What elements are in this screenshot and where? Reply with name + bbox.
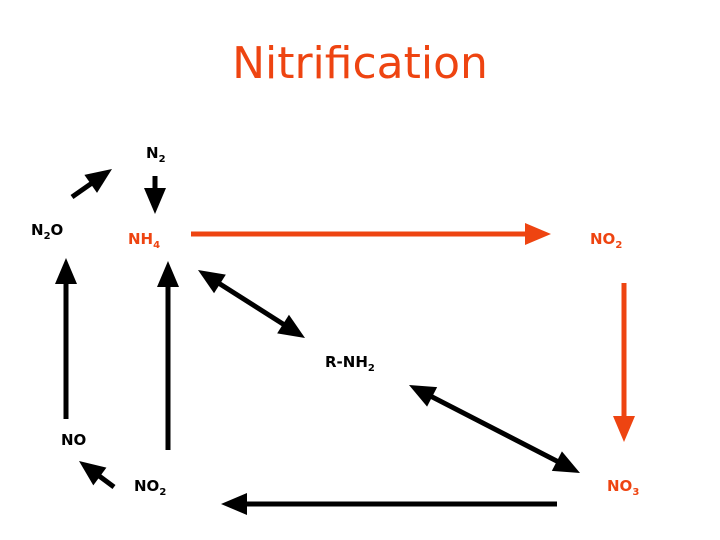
formula-subscript: 2 [43,231,51,242]
formula-base: NO [607,477,633,495]
formula-subscript: 3 [632,487,640,498]
formula-subscript: 4 [153,240,161,251]
arrowhead-rnh2-no3-reverse [409,385,438,407]
formula-subscript: 2 [367,363,375,374]
node-no: NO [61,431,86,449]
formula-base: NO [134,477,160,495]
formula-subscript: 2 [159,487,167,498]
arrowhead-no2-to-no3 [613,416,635,442]
arrowhead-n2o-to-n2 [84,169,112,193]
arrowhead-no2-to-nh4 [157,261,179,287]
arrowhead-nh4-to-no2 [525,223,551,245]
formula-base: NO [590,230,616,248]
arrow-rnh2-no3 [427,392,562,466]
arrowhead-no-to-n2o [55,258,77,284]
node-no3: NO3 [607,477,639,502]
formula-tail: O [50,221,64,239]
arrowhead-no2-to-no [79,461,107,486]
formula-base: NO [61,431,87,449]
arrowhead-nh4-rnh2 [277,314,305,338]
arrowhead-n2-to-nh4 [144,188,166,214]
formula-base: N [31,221,44,239]
arrowhead-rnh2-no3 [551,451,580,473]
arrowhead-no3-to-no2 [221,493,247,515]
formula-base: R-NH [325,353,368,371]
formula-subscript: 2 [158,154,166,165]
formula-base: NH [128,230,154,248]
node-nh4: NH4 [128,230,160,255]
node-n2: N2 [146,144,166,169]
node-r-nh2: R-NH2 [325,353,375,378]
diagram-title: Nitrification [232,38,488,89]
formula-base: N [146,144,159,162]
arrowhead-nh4-rnh2-reverse [198,270,226,294]
arrow-nh4-rnh2 [215,279,288,329]
node-no2-top: NO2 [590,230,622,255]
formula-subscript: 2 [615,240,623,251]
node-n2o: N2O [31,221,63,246]
arrow-n2o-to-n2 [70,179,96,200]
node-no2-bottom: NO2 [134,477,166,502]
